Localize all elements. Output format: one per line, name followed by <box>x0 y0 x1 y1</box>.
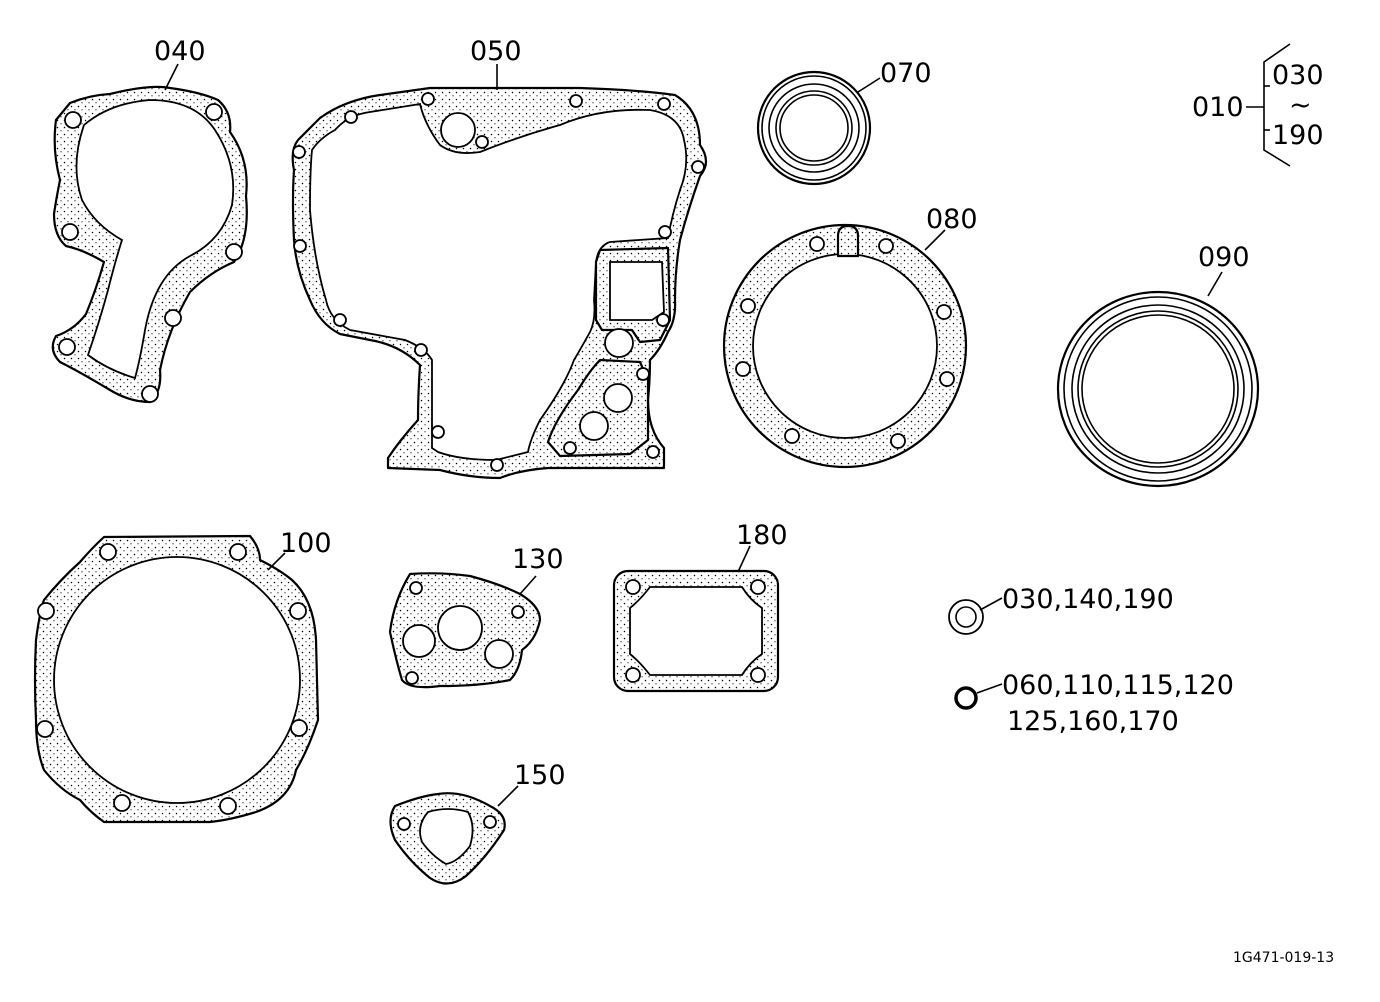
label-040: 040 <box>154 36 206 67</box>
label-050: 050 <box>470 36 522 67</box>
label-oring-group-line1: 060,110,115,120 <box>1002 670 1234 701</box>
washer-symbol[interactable] <box>948 597 1003 635</box>
label-oring-group-line2: 125,160,170 <box>1007 706 1179 737</box>
label-070: 070 <box>880 58 932 89</box>
label-180: 180 <box>736 520 788 551</box>
gasket-050[interactable] <box>291 64 708 480</box>
label-150: 150 <box>514 760 566 791</box>
label-range-start-030: 030 <box>1272 60 1324 91</box>
gasket-080[interactable] <box>722 223 968 469</box>
range-tilde: ~ <box>1289 90 1312 121</box>
label-100: 100 <box>280 528 332 559</box>
gasket-100[interactable] <box>33 534 320 824</box>
label-130: 130 <box>512 544 564 575</box>
gasket-150[interactable] <box>389 785 519 885</box>
drawing-number: 1G471-019-13 <box>1233 950 1334 966</box>
gasket-040[interactable] <box>51 63 248 404</box>
oil-seal-070[interactable] <box>756 70 881 186</box>
oring-symbol[interactable] <box>954 683 1003 710</box>
kit-range-bracket <box>1246 43 1291 167</box>
oil-seal-090[interactable] <box>1056 271 1260 488</box>
label-080: 080 <box>926 204 978 235</box>
label-010: 010 <box>1192 92 1244 123</box>
label-090: 090 <box>1198 242 1250 273</box>
gasket-180[interactable] <box>612 545 780 693</box>
label-range-end-190: 190 <box>1272 120 1324 151</box>
gasket-130[interactable] <box>388 572 542 689</box>
label-washer-group: 030,140,190 <box>1002 584 1174 615</box>
